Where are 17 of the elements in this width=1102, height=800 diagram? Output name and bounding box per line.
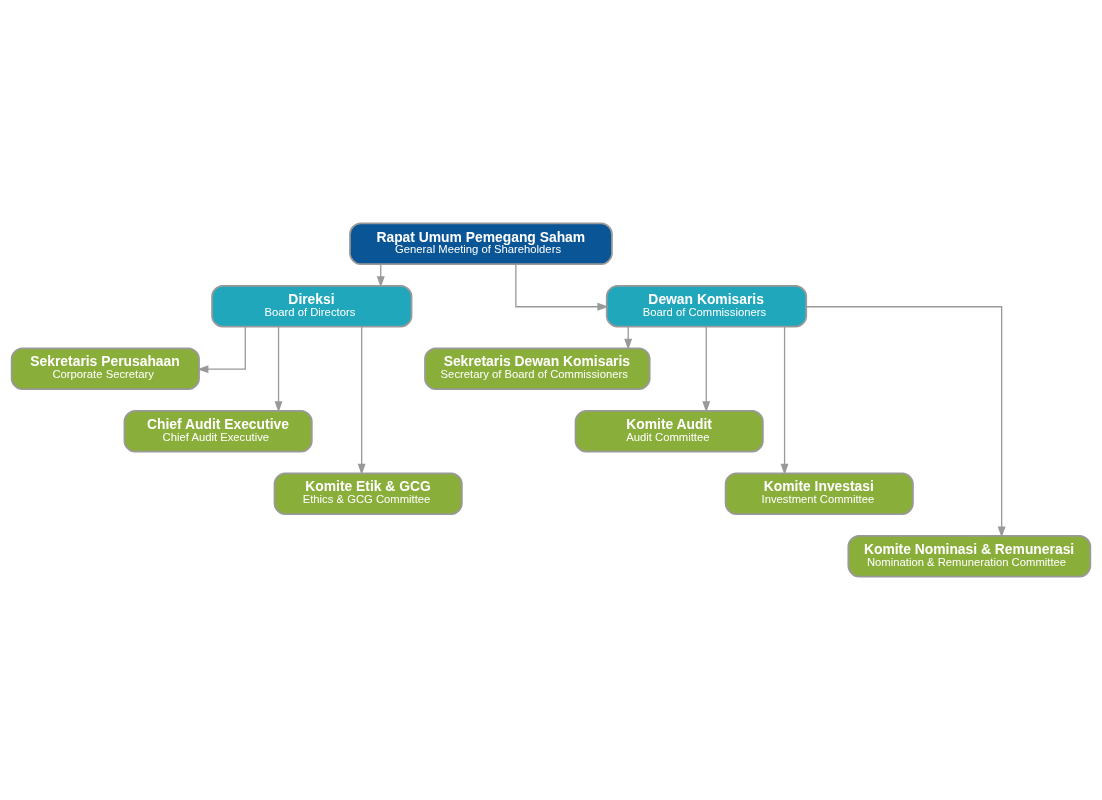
- arrow: [274, 326, 283, 413]
- arrow: [197, 326, 246, 374]
- node-box: Komite Etik & GCG Ethics & GCG Committee: [273, 472, 463, 515]
- node-box: Chief Audit Executive Chief Audit Executive: [123, 409, 313, 453]
- node-box: Sekretaris Perusahaan Corporate Secretary: [10, 347, 200, 391]
- arrow: [357, 326, 366, 475]
- node-box: Komite Investasi Investment Committee: [724, 472, 914, 515]
- arrow: [515, 263, 609, 311]
- node-box: Komite Nominasi & Remunerasi Nomination & Remuneration Committee: [847, 534, 1092, 578]
- arrow: [805, 306, 1006, 538]
- arrow: [780, 326, 789, 475]
- node-box: Direksi Board of Directors: [211, 285, 413, 328]
- node-box: Komite Audit Audit Committee: [574, 409, 764, 453]
- node-box: Sekretaris Dewan Komisaris Secretary of Board of Commissioners: [424, 347, 651, 391]
- node-box: Rapat Umum Pemegang Saham General Meeting of Shareholders: [349, 222, 613, 266]
- arrow: [702, 326, 711, 413]
- node-box: Dewan Komisaris Board of Commissioners: [605, 285, 808, 328]
